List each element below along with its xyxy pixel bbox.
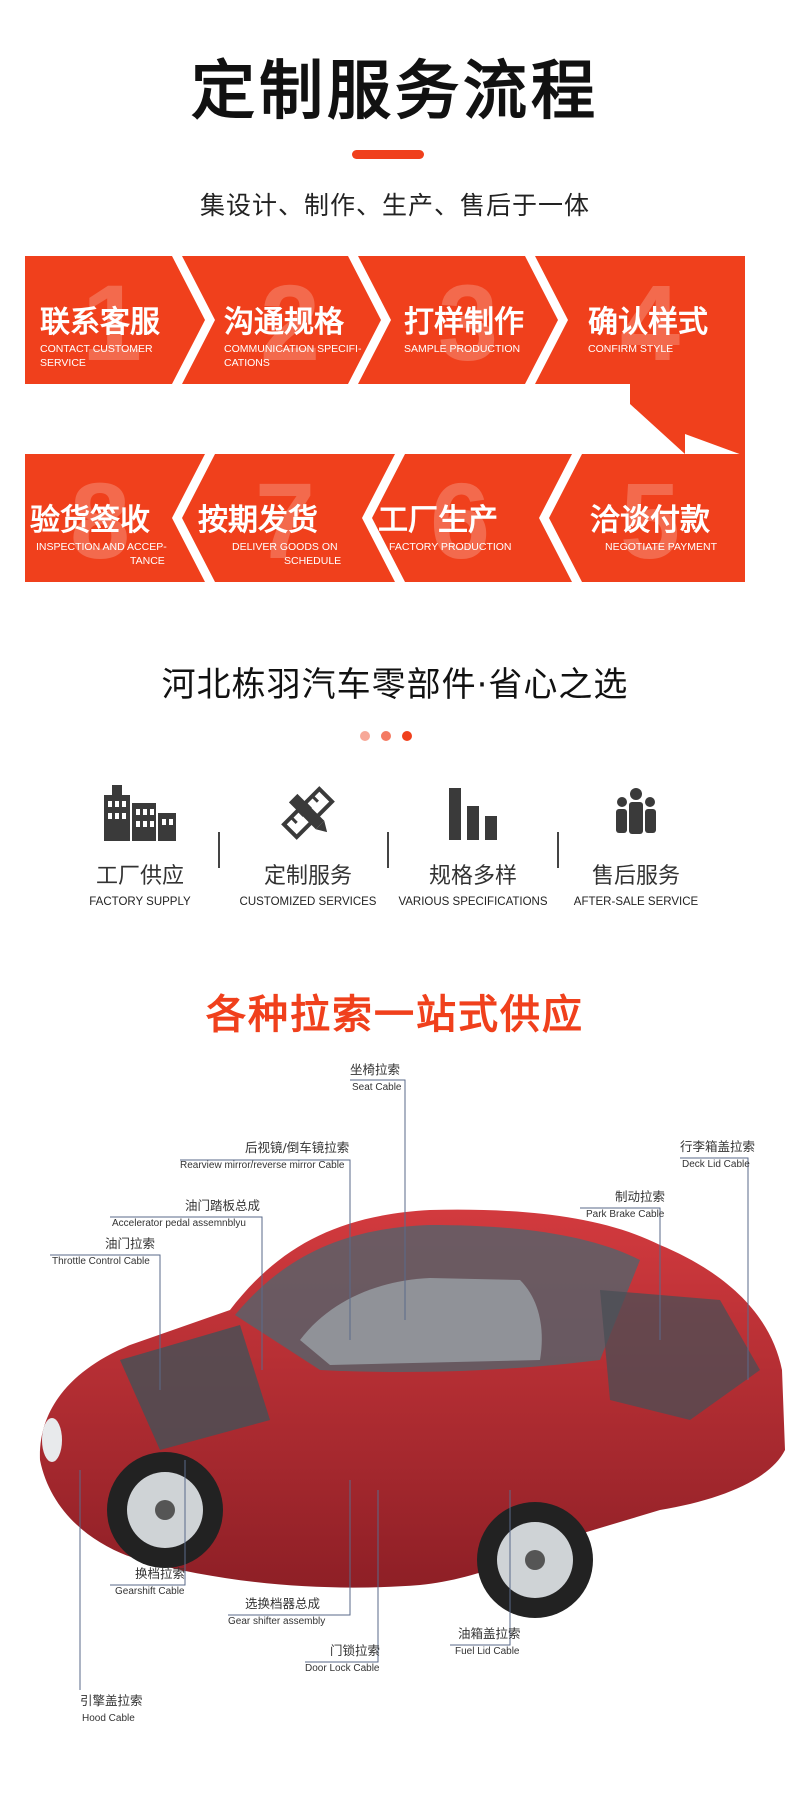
cable-label-gearshift: 换档拉索 [135,1566,185,1581]
process-turn-arrow [630,384,745,454]
process-step-3 [358,256,558,384]
carousel-dot-2 [381,731,391,741]
cable-label-door-lock: 门锁拉索 [330,1643,380,1658]
process-step-6 [372,454,572,582]
step-number-4: 4 [620,262,680,383]
feature-label-en: CUSTOMIZED SERVICES [239,896,377,908]
step-number-8: 8 [70,460,130,581]
feature-after-sale-service: 售后服务 AFTER-SALE SERVICE [546,780,726,908]
process-flow: 1 2 3 4 5 6 7 8 联系客服 CONTACT CUSTOMER SE… [25,256,745,582]
step-label-2: 沟通规格 [224,305,345,340]
company-slogan: 河北栋羽汽车零部件·省心之选 [161,665,629,705]
step-number-1: 1 [82,262,142,383]
cable-label-park-brake: 制动拉索 [615,1189,665,1204]
cable-label-gear-shifter-en: Gear shifter assembly [228,1616,325,1627]
step-label-4: 确认样式 [588,305,708,340]
cable-label-accelerator-en: Accelerator pedal assemnblyu [112,1218,246,1229]
cable-label-park-brake-en: Park Brake Cable [586,1209,665,1220]
feature-label-cn: 规格多样 [428,864,517,889]
process-step-2 [182,256,381,384]
step-number-2: 2 [260,262,320,383]
step-en-5a: NEGOTIATE PAYMENT [605,541,718,553]
step-en-8b: TANCE [130,555,165,567]
feature-divider-1 [218,832,220,868]
cable-label-seat-en: Seat Cable [352,1082,402,1093]
step-number-3: 3 [438,262,498,383]
cable-label-accelerator: 油门踏板总成 [185,1198,260,1213]
cable-label-gearshift-en: Gearshift Cable [115,1586,185,1597]
cable-label-deck-lid: 行李箱盖拉索 [680,1139,755,1154]
cable-label-seat: 坐椅拉索 [350,1062,400,1077]
page-subtitle: 集设计、制作、生产、售后于一体 [199,191,590,220]
car-illustration [39,1209,785,1618]
feature-various-specifications: 规格多样 VARIOUS SPECIFICATIONS [383,780,563,908]
feature-customized-services: 定制服务 CUSTOMIZED SERVICES [218,780,398,908]
step-number-5: 5 [620,460,680,581]
title-underline [352,150,424,159]
step-en-4a: CONFIRM STYLE [588,343,673,355]
cable-label-fuel-lid: 油箱盖拉索 [458,1626,521,1641]
cable-label-mirror: 后视镜/倒车镜拉索 [245,1140,349,1155]
step-label-8: 验货签收 [30,503,150,538]
process-step-5 [549,454,745,582]
step-label-7: 按期发货 [198,503,318,538]
people-icon [546,780,726,846]
page-title: 定制服务流程 [191,55,599,129]
factory-icon [50,780,230,846]
cable-label-throttle-en: Throttle Control Cable [52,1256,150,1267]
step-en-2a: COMMUNICATION SPECIFI- [224,343,362,355]
pencil-ruler-icon [218,780,398,846]
feature-label-cn: 定制服务 [263,864,352,889]
feature-label-en: VARIOUS SPECIFICATIONS [398,896,548,908]
car-cable-diagram: 坐椅拉索 Seat Cable 后视镜/倒车镜拉索 Rearview mirro… [39,1062,785,1724]
step-en-3a: SAMPLE PRODUCTION [404,343,520,355]
step-en-7a: DELIVER GOODS ON [232,541,338,553]
step-en-2b: CATIONS [224,357,270,369]
feature-divider-2 [387,832,389,868]
step-number-7: 7 [255,460,315,581]
carousel-dot-1 [360,731,370,741]
feature-label-en: AFTER-SALE SERVICE [573,896,699,908]
feature-label-cn: 售后服务 [591,864,680,889]
bar-chart-icon [383,780,563,846]
step-en-7b: SCHEDULE [284,555,341,567]
step-label-1: 联系客服 [40,305,161,340]
process-step-7 [182,454,395,582]
cable-label-gear-shifter: 选换档器总成 [245,1596,320,1611]
process-step-1 [25,256,205,384]
cables-section-title: 各种拉索一站式供应 [206,992,584,1038]
feature-label-cn: 工厂供应 [95,864,184,889]
step-en-6a: FACTORY PRODUCTION [389,541,512,553]
cable-label-throttle: 油门拉索 [105,1236,155,1251]
step-label-6: 工厂生产 [378,503,498,538]
callout-lines [50,1079,749,1690]
step-en-8a: INSPECTION AND ACCEP- [36,541,167,553]
process-step-8 [25,454,205,582]
cable-label-deck-lid-en: Deck Lid Cable [682,1159,750,1170]
process-step-4 [535,256,745,384]
step-label-5: 洽谈付款 [590,503,711,538]
cable-label-mirror-en: Rearview mirror/reverse mirror Cable [180,1160,345,1171]
step-en-1a: CONTACT CUSTOMER [40,343,153,355]
process-turn-arrow-tail [685,384,745,456]
feature-label-en: FACTORY SUPPLY [89,896,191,908]
cable-label-hood-en: Hood Cable [82,1713,135,1724]
cable-label-door-lock-en: Door Lock Cable [305,1663,380,1674]
step-label-3: 打样制作 [404,305,524,340]
feature-factory-supply: 工厂供应 FACTORY SUPPLY [50,780,230,908]
step-en-1b: SERVICE [40,357,86,369]
feature-divider-3 [557,832,559,868]
step-number-6: 6 [430,460,490,581]
cable-label-fuel-lid-en: Fuel Lid Cable [455,1646,520,1657]
carousel-dot-3 [402,731,412,741]
cable-label-hood: 引擎盖拉索 [80,1693,143,1708]
